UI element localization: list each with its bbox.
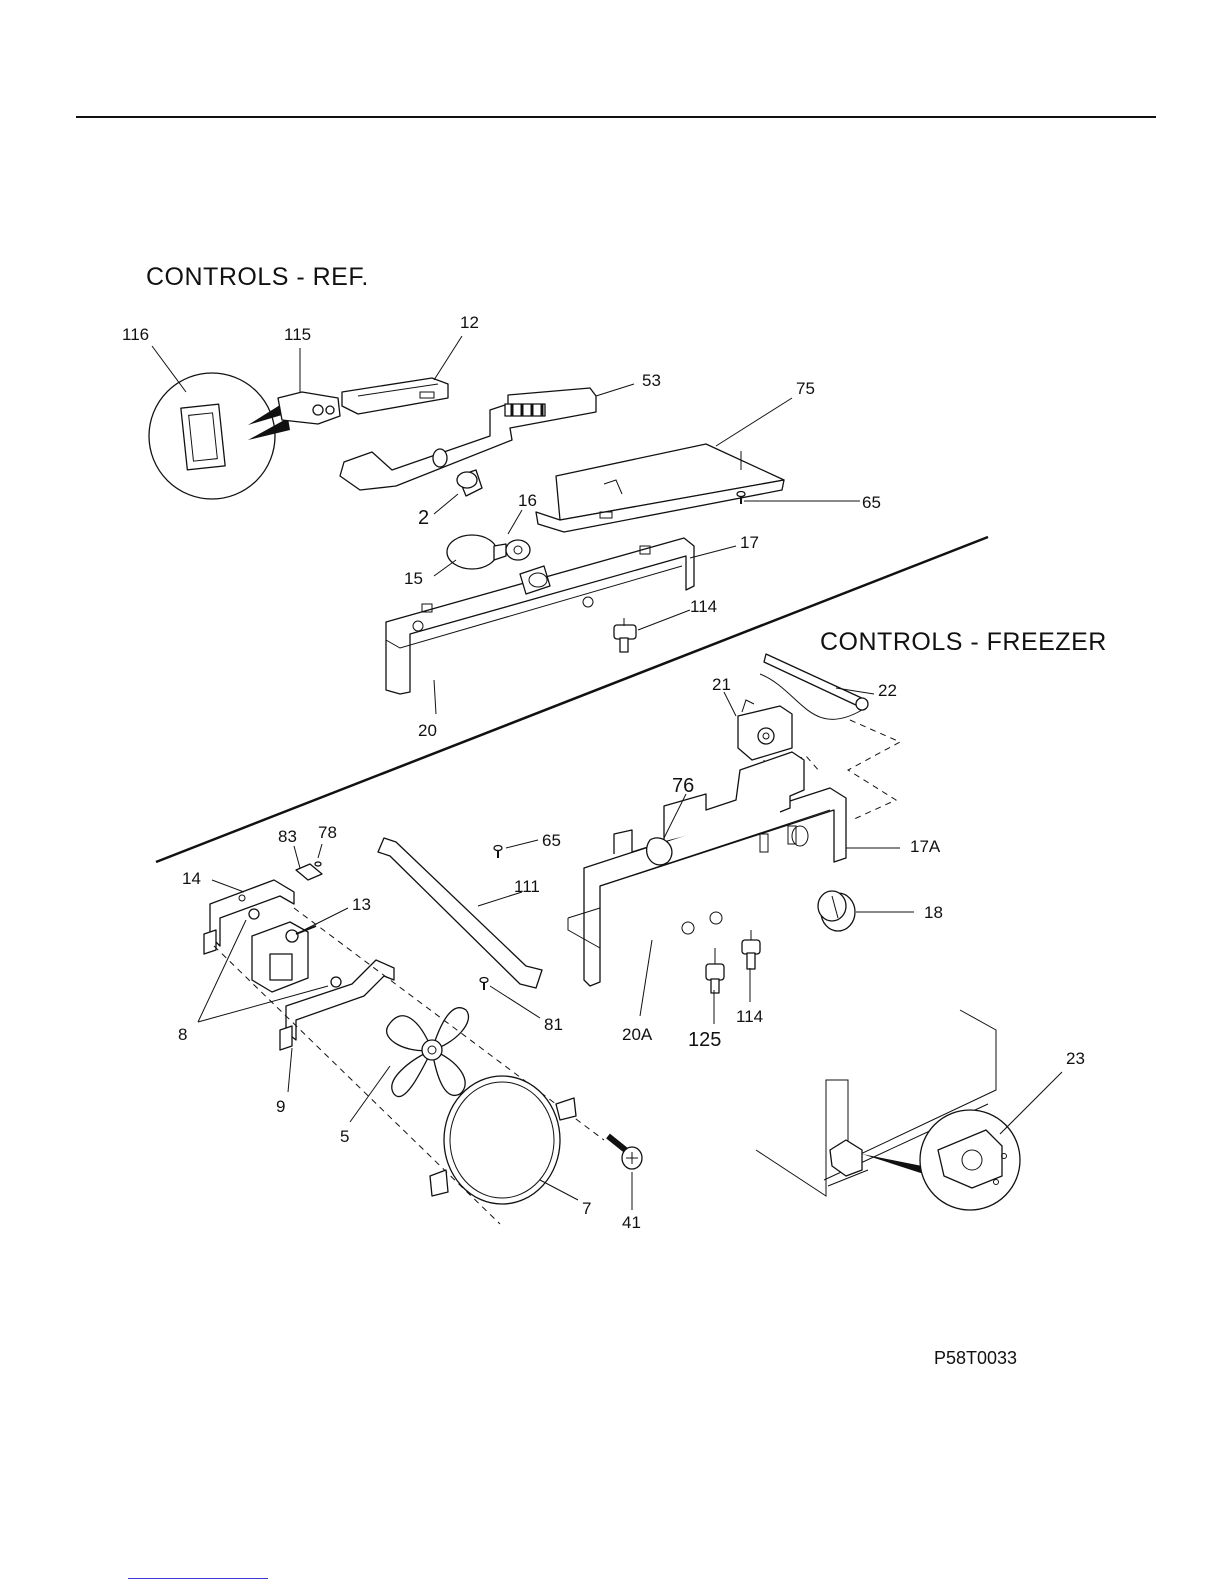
part-41-screw <box>608 1136 642 1169</box>
callout-5: 5 <box>340 1127 349 1146</box>
callout-15: 15 <box>404 569 423 588</box>
callout-17: 17 <box>740 533 759 552</box>
part-114-switch-freezer <box>742 930 760 969</box>
callout-22: 22 <box>878 681 897 700</box>
part-81-screw <box>480 978 488 991</box>
callout-20A: 20A <box>622 1025 653 1044</box>
part-125-switch <box>706 948 724 993</box>
callout-115: 115 <box>284 325 311 344</box>
part-21-thermostat <box>738 700 792 760</box>
part-115-switch <box>278 392 340 424</box>
callout-114-freezer: 114 <box>736 1007 763 1026</box>
part-13-fan-motor <box>252 922 316 992</box>
callout-23: 23 <box>1066 1049 1085 1068</box>
part-15-bulb <box>447 535 506 569</box>
callout-116: 116 <box>122 325 149 344</box>
callout-18: 18 <box>924 903 943 922</box>
callout-8: 8 <box>178 1025 187 1044</box>
part-75-cover <box>536 444 784 532</box>
part-78-screw <box>315 844 322 866</box>
part-65-screw-freezer <box>494 846 502 859</box>
callout-41: 41 <box>622 1213 641 1232</box>
callout-17A: 17A <box>910 837 941 856</box>
part-5-fan-blade <box>387 1008 469 1097</box>
callout-125: 125 <box>688 1029 721 1051</box>
callout-21: 21 <box>712 675 731 694</box>
callout-16: 16 <box>518 491 537 510</box>
callout-53: 53 <box>642 371 661 390</box>
part-111-bracket <box>378 838 542 988</box>
part-12-housing <box>342 378 448 414</box>
callout-111: 111 <box>514 877 540 896</box>
callout-65-freezer: 65 <box>542 831 561 850</box>
assembly-line-22 <box>848 720 900 820</box>
callout-83: 83 <box>278 827 297 846</box>
callout-78: 78 <box>318 823 337 842</box>
callout-12: 12 <box>460 313 479 332</box>
part-16-socket <box>506 540 530 560</box>
callout-14: 14 <box>182 869 201 888</box>
callout-76: 76 <box>672 775 694 797</box>
part-18-knob <box>818 891 855 931</box>
part-17A-freezer-housing <box>568 752 846 986</box>
part-114-switch-ref <box>614 618 636 652</box>
callout-2: 2 <box>418 507 429 529</box>
part-116-light-shield-detail <box>149 373 292 499</box>
callout-81: 81 <box>544 1015 563 1034</box>
callout-7: 7 <box>582 1199 591 1218</box>
callout-75: 75 <box>796 379 815 398</box>
callout-65-ref: 65 <box>862 493 881 512</box>
part-2-knob <box>457 470 482 496</box>
callout-20: 20 <box>418 721 437 740</box>
callout-9: 9 <box>276 1097 285 1116</box>
callout-13: 13 <box>352 895 371 914</box>
callout-114-ref: 114 <box>690 597 717 616</box>
part-23-cabinet-detail <box>756 1010 1020 1210</box>
